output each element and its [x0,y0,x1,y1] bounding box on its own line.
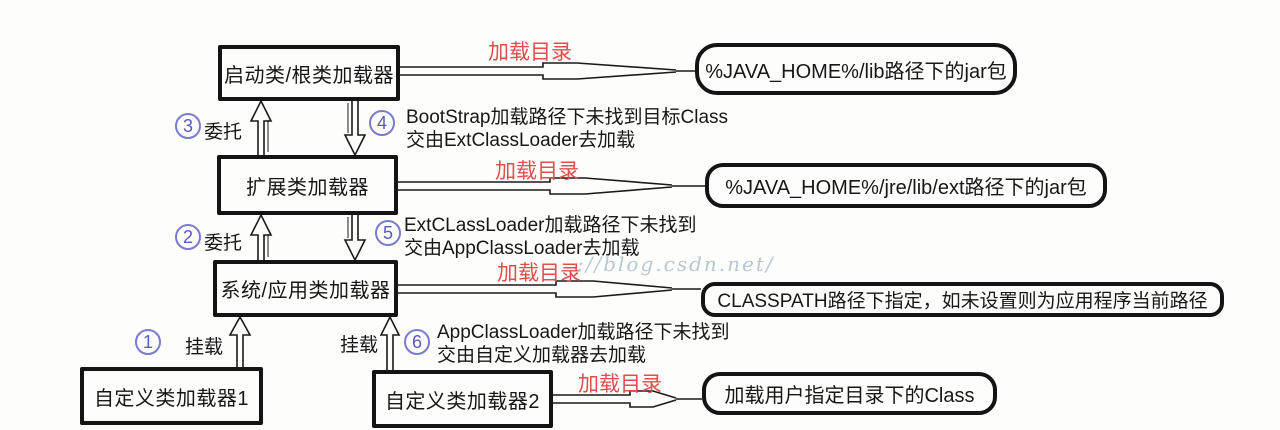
delegate-up-arrow-ext-to-bootstrap [249,99,273,155]
delegate-up-arrow-app-to-ext [249,213,273,260]
delegate-label-upper: 委托 [204,122,243,143]
annotation-step6-line2: 交由自定义加载器去加载 [437,345,647,366]
target-classpath-dir: CLASSPATH路径下指定，如未设置则为应用程序当前路径 [701,282,1224,317]
annotation-step6-line1: AppClassLoader加载路径下未找到 [437,322,730,343]
annotation-step5-line1: ExtCLassLoader加载路径下未找到 [404,215,697,236]
node-custom-loader-1: 自定义类加载器1 [80,367,263,425]
node-custom-loader-2: 自定义类加载器2 [372,370,553,428]
target-custom-dir: 加载用户指定目录下的Class [702,372,997,415]
step-circle-4: 4 [369,110,395,136]
target-extension-dir: %JAVA_HOME%/jre/lib/ext路径下的jar包 [705,163,1107,208]
step-circle-1: 1 [135,329,161,355]
annotation-step5-line2: 交由AppClassLoader去加载 [404,238,640,259]
csdn-watermark: ://blog.csdn.net/ [577,252,775,276]
node-system-app-loader: 系统/应用类加载器 [213,260,398,317]
step-circle-6: 6 [404,329,430,355]
mount-up-arrow-custom2 [379,315,401,370]
step-circle-3: 3 [175,113,201,139]
load-dir-label-system: 加载目录 [497,262,581,285]
handoff-down-arrow-ext-to-app [343,215,367,262]
load-dir-arrow-bootstrap [398,62,695,80]
step-circle-5: 5 [375,220,401,246]
node-bootstrap-loader: 启动类/根类加载器 [218,45,400,101]
annotation-step4: BootStrap加载路径下未找到目标Class 交由ExtClassLoade… [406,106,728,152]
step-circle-2: 2 [175,224,201,250]
node-extension-loader: 扩展类加载器 [217,155,398,215]
annotation-step4-line1: BootStrap加载路径下未找到目标Class [406,107,729,128]
delegate-label-lower: 委托 [204,233,243,254]
annotation-step6: AppClassLoader加载路径下未找到 交由自定义加载器去加载 [437,321,729,367]
load-dir-arrow-system [398,280,701,298]
load-dir-label-custom: 加载目录 [578,373,662,396]
load-dir-label-extension: 加载目录 [495,160,579,183]
annotation-step4-line2: 交由ExtClassLoader去加载 [406,130,636,151]
mount-up-arrow-custom1 [228,315,252,367]
mount-label-custom2: 挂载 [340,335,379,356]
target-bootstrap-dir: %JAVA_HOME%/lib路径下的jar包 [695,43,1017,95]
load-dir-label-bootstrap: 加载目录 [488,41,572,64]
handoff-down-arrow-bootstrap-to-ext [343,101,367,157]
annotation-step5: ExtCLassLoader加载路径下未找到 交由AppClassLoader去… [404,214,696,260]
load-dir-arrow-extension [398,177,705,195]
load-dir-arrow-custom [553,390,702,408]
mount-label-custom1: 挂载 [185,337,224,358]
